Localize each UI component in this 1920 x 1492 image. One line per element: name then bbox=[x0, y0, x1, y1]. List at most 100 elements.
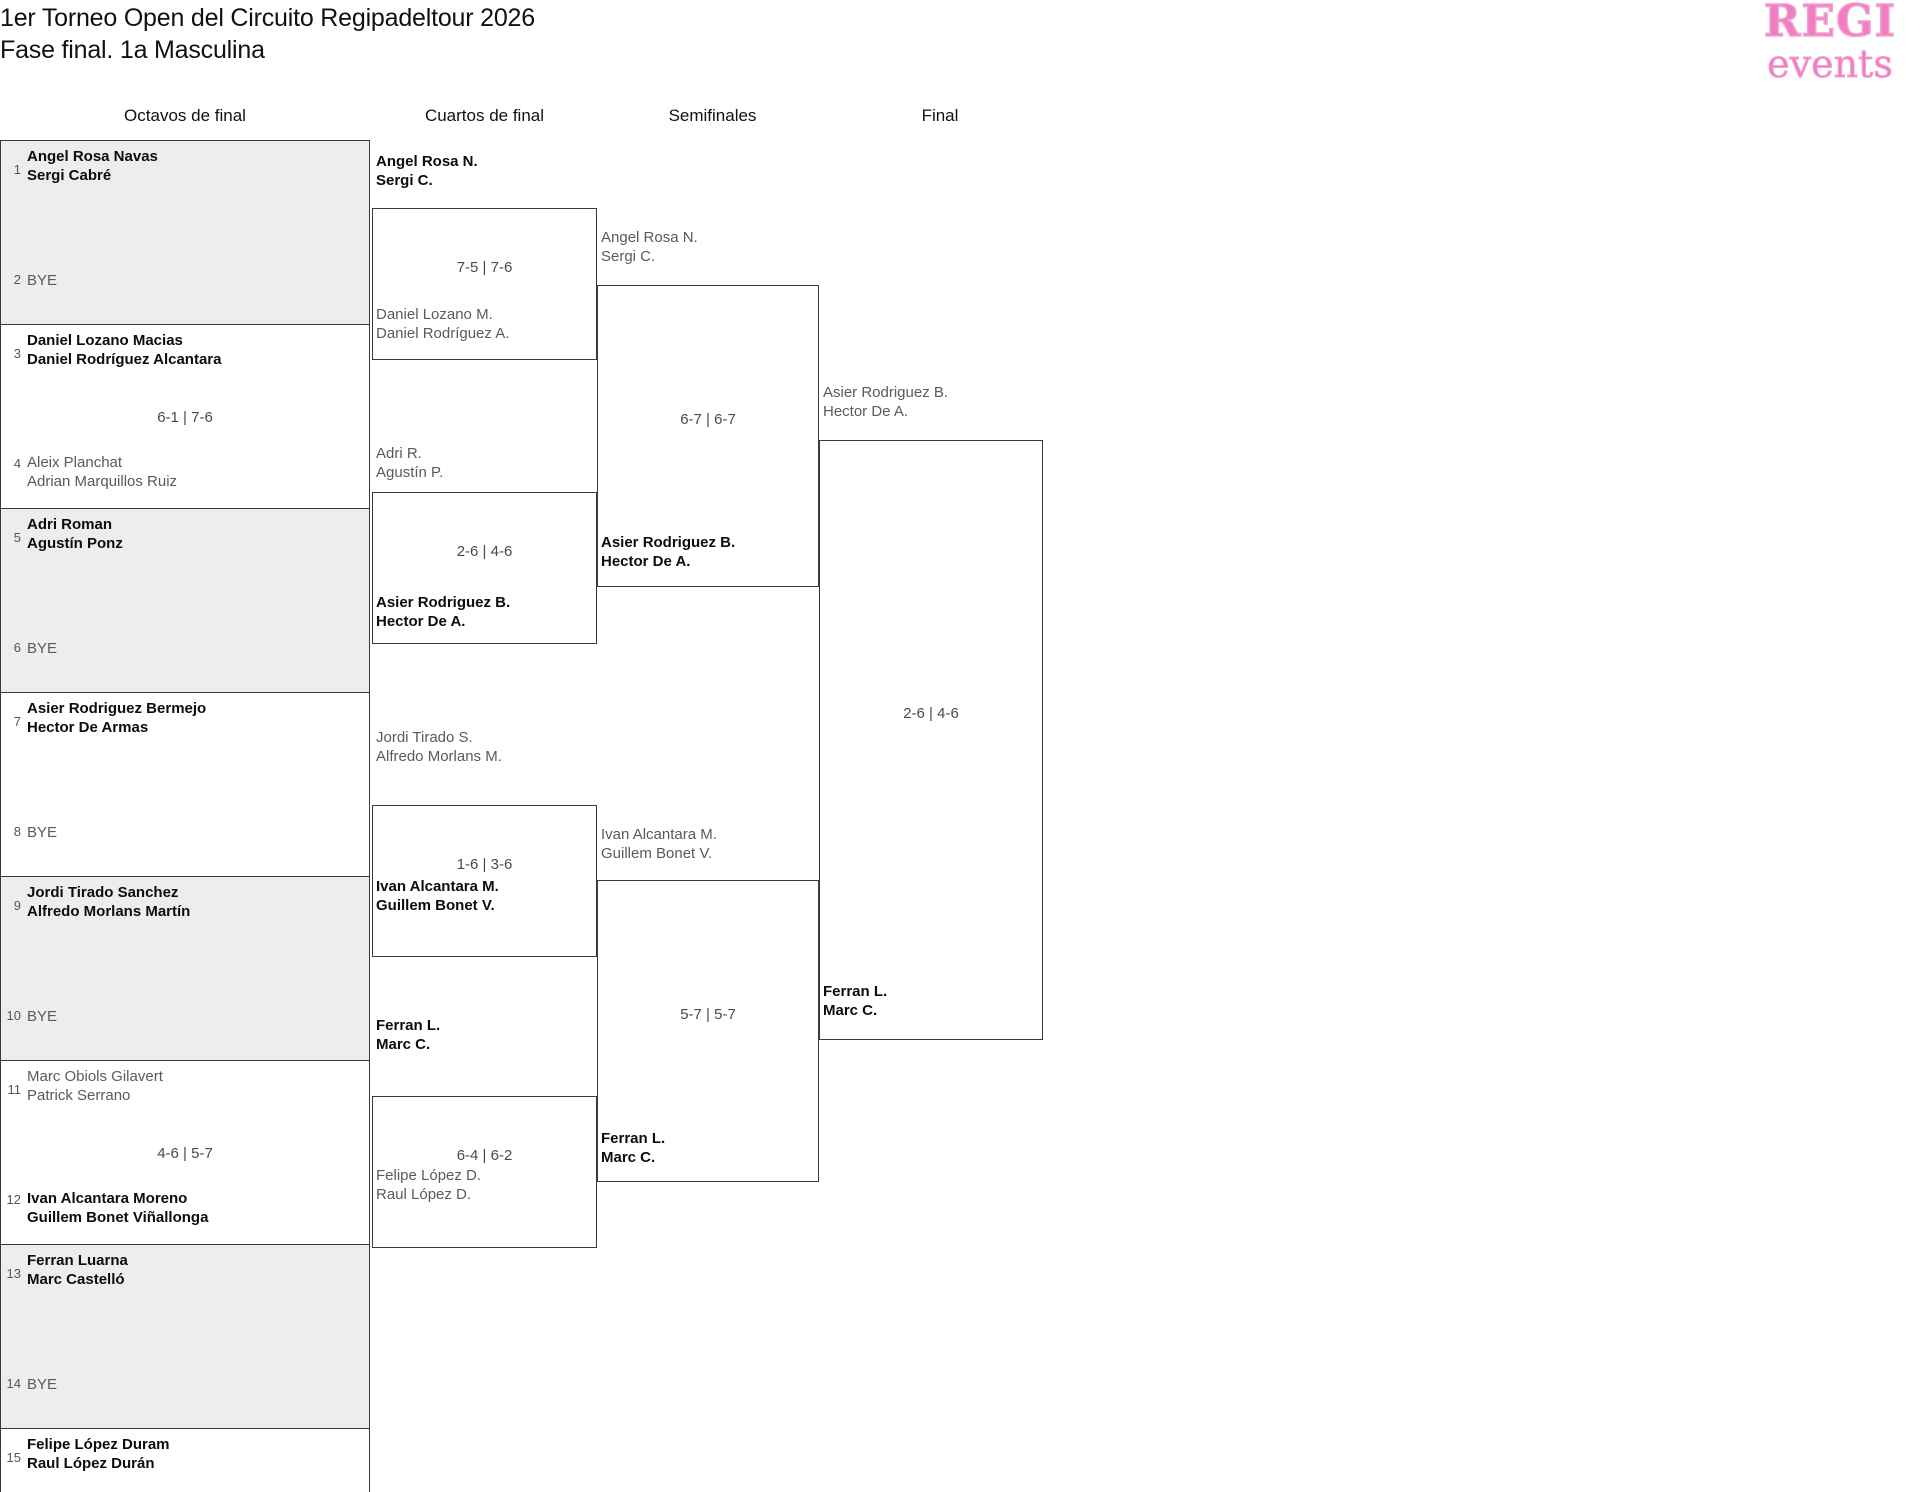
player-name: Marc C. bbox=[601, 1149, 656, 1166]
match-score: 2-6 | 4-6 bbox=[903, 705, 959, 722]
match-score: 6-7 | 6-7 bbox=[680, 411, 736, 428]
player-name: Alfredo Morlans Martín bbox=[27, 903, 191, 920]
regi-events-logo: REGI events bbox=[1740, 0, 1920, 92]
round2-team-top: Angel Rosa N. Sergi C. bbox=[376, 152, 478, 190]
seed-number: 7 bbox=[13, 714, 21, 729]
player-name: Sergi C. bbox=[376, 172, 433, 189]
player-name: Adrian Marquillos Ruiz bbox=[27, 473, 178, 490]
player-name: Asier Rodriguez B. bbox=[601, 534, 736, 551]
round2-match[interactable]: 1-6 | 3-6 bbox=[372, 805, 597, 957]
player-name: Angel Rosa N. bbox=[376, 153, 478, 170]
player-name: Agustín Ponz bbox=[27, 535, 123, 552]
round3-team-top: Ivan Alcantara M.Guillem Bonet V. bbox=[601, 825, 717, 863]
round2-match[interactable]: 6-4 | 6-2 bbox=[372, 1096, 597, 1248]
final-team-bottom: Ferran L.Marc C. bbox=[823, 982, 887, 1020]
team-names: BYE bbox=[27, 1005, 57, 1026]
round-header-octavos: Octavos de final bbox=[124, 106, 246, 125]
seed-number: 5 bbox=[13, 530, 21, 545]
match-score: 7-5 | 7-6 bbox=[456, 259, 513, 276]
player-name: Marc C. bbox=[823, 1002, 878, 1019]
round1-score: 6-1 | 7-6 bbox=[157, 409, 213, 426]
round-header-cuartos: Cuartos de final bbox=[424, 106, 545, 125]
player-name: Marc Obiols Gilavert bbox=[27, 1068, 163, 1085]
seed-number: 9 bbox=[13, 898, 21, 913]
player-name: Hector De A. bbox=[376, 613, 466, 630]
team-names: BYE bbox=[27, 637, 57, 658]
seed-number: 12 bbox=[6, 1192, 21, 1207]
round3-team-bottom: Ferran L.Marc C. bbox=[601, 1129, 665, 1167]
round1-score: 4-6 | 5-7 bbox=[157, 1145, 213, 1162]
player-name: BYE bbox=[27, 1376, 58, 1393]
player-name: Asier Rodriguez B. bbox=[376, 594, 511, 611]
seed-number: 2 bbox=[13, 272, 21, 287]
seed-number: 6 bbox=[13, 640, 21, 655]
final-match[interactable]: 2-6 | 4-6 bbox=[819, 440, 1043, 1040]
round2-team-bottom: Daniel Lozano M.Daniel Rodríguez A. bbox=[376, 305, 509, 343]
round2-team-bottom: Asier Rodriguez B. Hector De A. bbox=[376, 593, 510, 631]
round1-slot-bottom[interactable]: 6 BYE bbox=[1, 637, 369, 683]
seed-number: 8 bbox=[13, 824, 21, 839]
player-name: Agustín P. bbox=[376, 464, 444, 481]
player-name: Ivan Alcantara M. bbox=[376, 878, 499, 895]
player-name: BYE bbox=[27, 1008, 58, 1025]
player-name: Patrick Serrano bbox=[27, 1087, 131, 1104]
player-name: Jordi Tirado S. bbox=[376, 729, 473, 746]
round-header-final: Final bbox=[921, 106, 959, 125]
round3-match[interactable]: 5-7 | 5-7 bbox=[597, 880, 819, 1182]
match-score: 1-6 | 3-6 bbox=[456, 856, 513, 873]
round3-team-bottom: Asier Rodriguez B. Hector De A. bbox=[601, 533, 735, 571]
seed-number: 13 bbox=[6, 1266, 21, 1281]
player-name: Hector De Armas bbox=[27, 719, 149, 736]
round2-team-bottom: Felipe López D.Raul López D. bbox=[376, 1166, 481, 1204]
round-header-semifinales: Semifinales bbox=[668, 106, 757, 125]
match-score: 6-4 | 6-2 bbox=[456, 1147, 513, 1164]
match-score: 5-7 | 5-7 bbox=[680, 1006, 736, 1023]
player-name: Guillem Bonet V. bbox=[376, 897, 495, 914]
round2-team-bottom: Ivan Alcantara M. Guillem Bonet V. bbox=[376, 877, 499, 915]
page-title: 1er Torneo Open del Circuito Regipadelto… bbox=[0, 2, 535, 66]
player-name: Hector De A. bbox=[823, 403, 909, 420]
seed-number: 11 bbox=[7, 1082, 22, 1097]
round2-match[interactable]: 7-5 | 7-6 bbox=[372, 208, 597, 360]
player-name: Alfredo Morlans M. bbox=[376, 748, 502, 765]
round2-match[interactable]: 2-6 | 4-6 bbox=[372, 492, 597, 644]
player-name: Marc C. bbox=[376, 1036, 431, 1053]
player-name: Guillem Bonet V. bbox=[601, 845, 713, 862]
player-name: Hector De A. bbox=[601, 553, 691, 570]
team-names: BYE bbox=[27, 1373, 57, 1394]
player-name: Raul López Durán bbox=[27, 1455, 155, 1472]
player-name: Daniel Rodríguez Alcantara bbox=[27, 351, 222, 368]
round3-match[interactable]: 6-7 | 6-7 bbox=[597, 285, 819, 587]
player-name: Sergi C. bbox=[601, 248, 656, 265]
